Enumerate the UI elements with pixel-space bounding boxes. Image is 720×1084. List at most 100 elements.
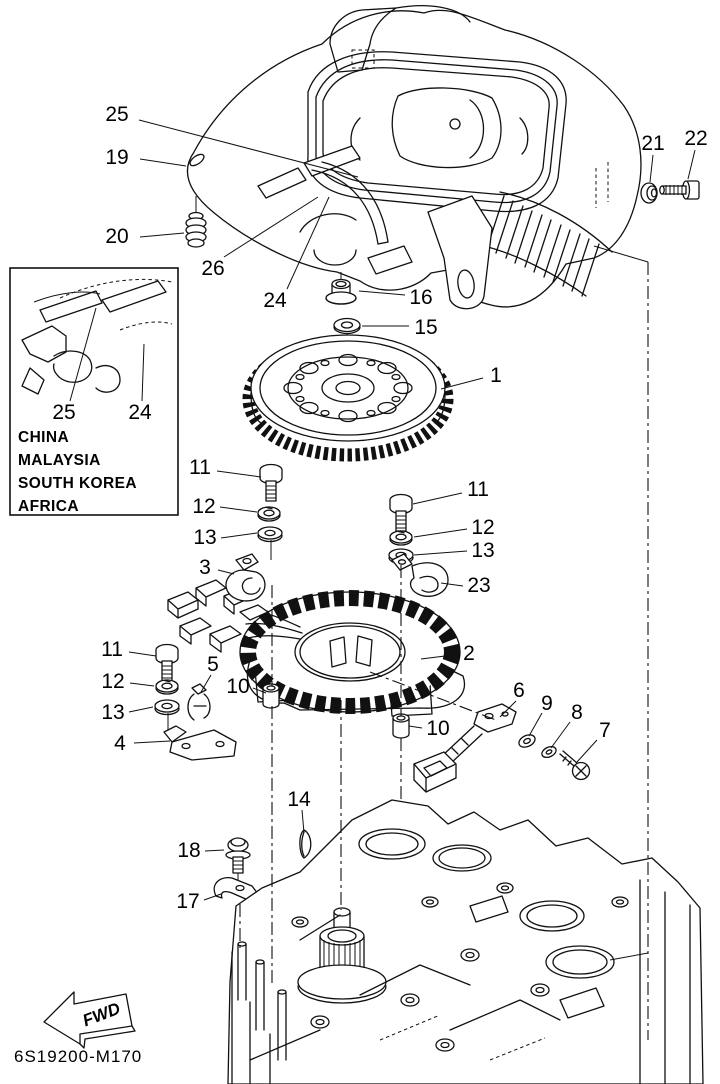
springwasher-12-right [389, 530, 413, 546]
leader-line [220, 532, 258, 539]
bolt-22 [659, 180, 700, 200]
bolt-11-left [259, 463, 283, 502]
leader-line [204, 849, 225, 852]
callout-number: 9 [541, 692, 553, 715]
callout-number: 17 [176, 890, 199, 913]
leader-line [139, 158, 187, 167]
leader-line [358, 290, 406, 296]
springwasher-12-lower [155, 679, 179, 695]
moulding-24 [311, 169, 379, 245]
leader-line [286, 196, 330, 290]
leader-line [223, 196, 319, 258]
flywheel-bolt-holes [283, 353, 413, 423]
bolt-11-right [389, 493, 413, 532]
wire-connectors [167, 579, 269, 653]
bolt-11-lower [155, 643, 179, 682]
callout-number: 4 [114, 732, 126, 755]
callout-number: 20 [105, 225, 128, 248]
leader-line [576, 739, 598, 763]
cylinder-block [227, 799, 704, 1084]
leader-line [413, 528, 468, 538]
callout-number: 7 [599, 719, 611, 742]
leader-line [217, 569, 235, 575]
callout-number: 10 [226, 675, 249, 698]
washer-15 [333, 317, 361, 335]
callout-number: 22 [684, 127, 707, 150]
callout-number: 2 [463, 642, 475, 665]
callout-number: 14 [287, 788, 311, 811]
callout-number: 25 [52, 401, 75, 424]
grommet-20 [185, 196, 207, 248]
callout-number: 1 [490, 364, 502, 387]
leader-line [129, 682, 155, 687]
cap-14 [299, 829, 312, 859]
callout-number: 5 [207, 653, 219, 676]
leader-line [141, 343, 145, 402]
callout-number: 19 [105, 146, 128, 169]
callout-number: 23 [467, 574, 490, 597]
leader-line [128, 706, 154, 713]
flywheel [242, 333, 454, 462]
leader-line [200, 674, 212, 693]
callout-number: 21 [641, 132, 664, 155]
washer-9 [518, 734, 536, 748]
callout-number: 11 [101, 638, 123, 661]
leader-line [499, 700, 517, 718]
leader-line [128, 651, 157, 657]
moulding-26 [257, 167, 307, 199]
leader-line [203, 893, 222, 901]
callout-number: 25 [105, 103, 128, 126]
callout-number: 15 [414, 316, 437, 339]
region-malaysia: MALAYSIA [18, 452, 101, 469]
inset-box: CHINA MALAYSIA SOUTH KOREA AFRICA [9, 267, 179, 516]
region-africa: AFRICA [18, 498, 79, 515]
leader-line [219, 506, 258, 513]
leader-line [139, 232, 185, 238]
leader-line [133, 740, 171, 744]
washer-13-lower [154, 699, 180, 716]
clamp-3 [225, 540, 272, 602]
bolt-bosses [291, 882, 629, 1052]
callout-number: 24 [128, 401, 152, 424]
callout-number: 3 [199, 556, 211, 579]
callout-number: 12 [101, 670, 124, 693]
callout-number: 11 [189, 456, 211, 479]
leader-line [440, 377, 484, 390]
callout-number: 8 [571, 701, 583, 724]
leader-line [408, 725, 423, 729]
washer-13-left [257, 526, 283, 543]
inset-moulding-25 [39, 290, 103, 323]
leader-line [301, 809, 305, 834]
callout-number: 11 [467, 478, 489, 501]
leader-line [138, 119, 359, 178]
leader-line [440, 582, 464, 587]
leader-line [252, 687, 267, 694]
region-china: CHINA [18, 429, 69, 446]
collar-10-left [262, 683, 280, 709]
screw-18 [225, 837, 251, 874]
screw-7 [559, 750, 591, 781]
bracket-4 [163, 713, 237, 761]
callout-number: 13 [101, 701, 124, 724]
fwd-arrow: FWD [43, 991, 136, 1049]
callout-number: 18 [177, 839, 200, 862]
callout-number: 26 [201, 257, 224, 280]
part-code: 6S19200-M170 [14, 1047, 142, 1066]
nut-16 [325, 272, 357, 305]
moulding-25 [303, 145, 361, 177]
callout-number: 12 [471, 516, 494, 539]
leader-line [216, 470, 262, 478]
cowling-hole [189, 153, 205, 167]
springwasher-8 [541, 745, 557, 759]
grommet-21 [640, 182, 658, 204]
leader-line [413, 550, 468, 556]
collar-10-right [392, 713, 410, 739]
leader-line [550, 721, 571, 749]
callout-number: 24 [263, 289, 287, 312]
leader-line [649, 154, 654, 183]
leader-line [528, 712, 543, 737]
top-cowling [186, 5, 642, 310]
springwasher-12-left [257, 506, 281, 522]
callout-number: 13 [193, 526, 216, 549]
